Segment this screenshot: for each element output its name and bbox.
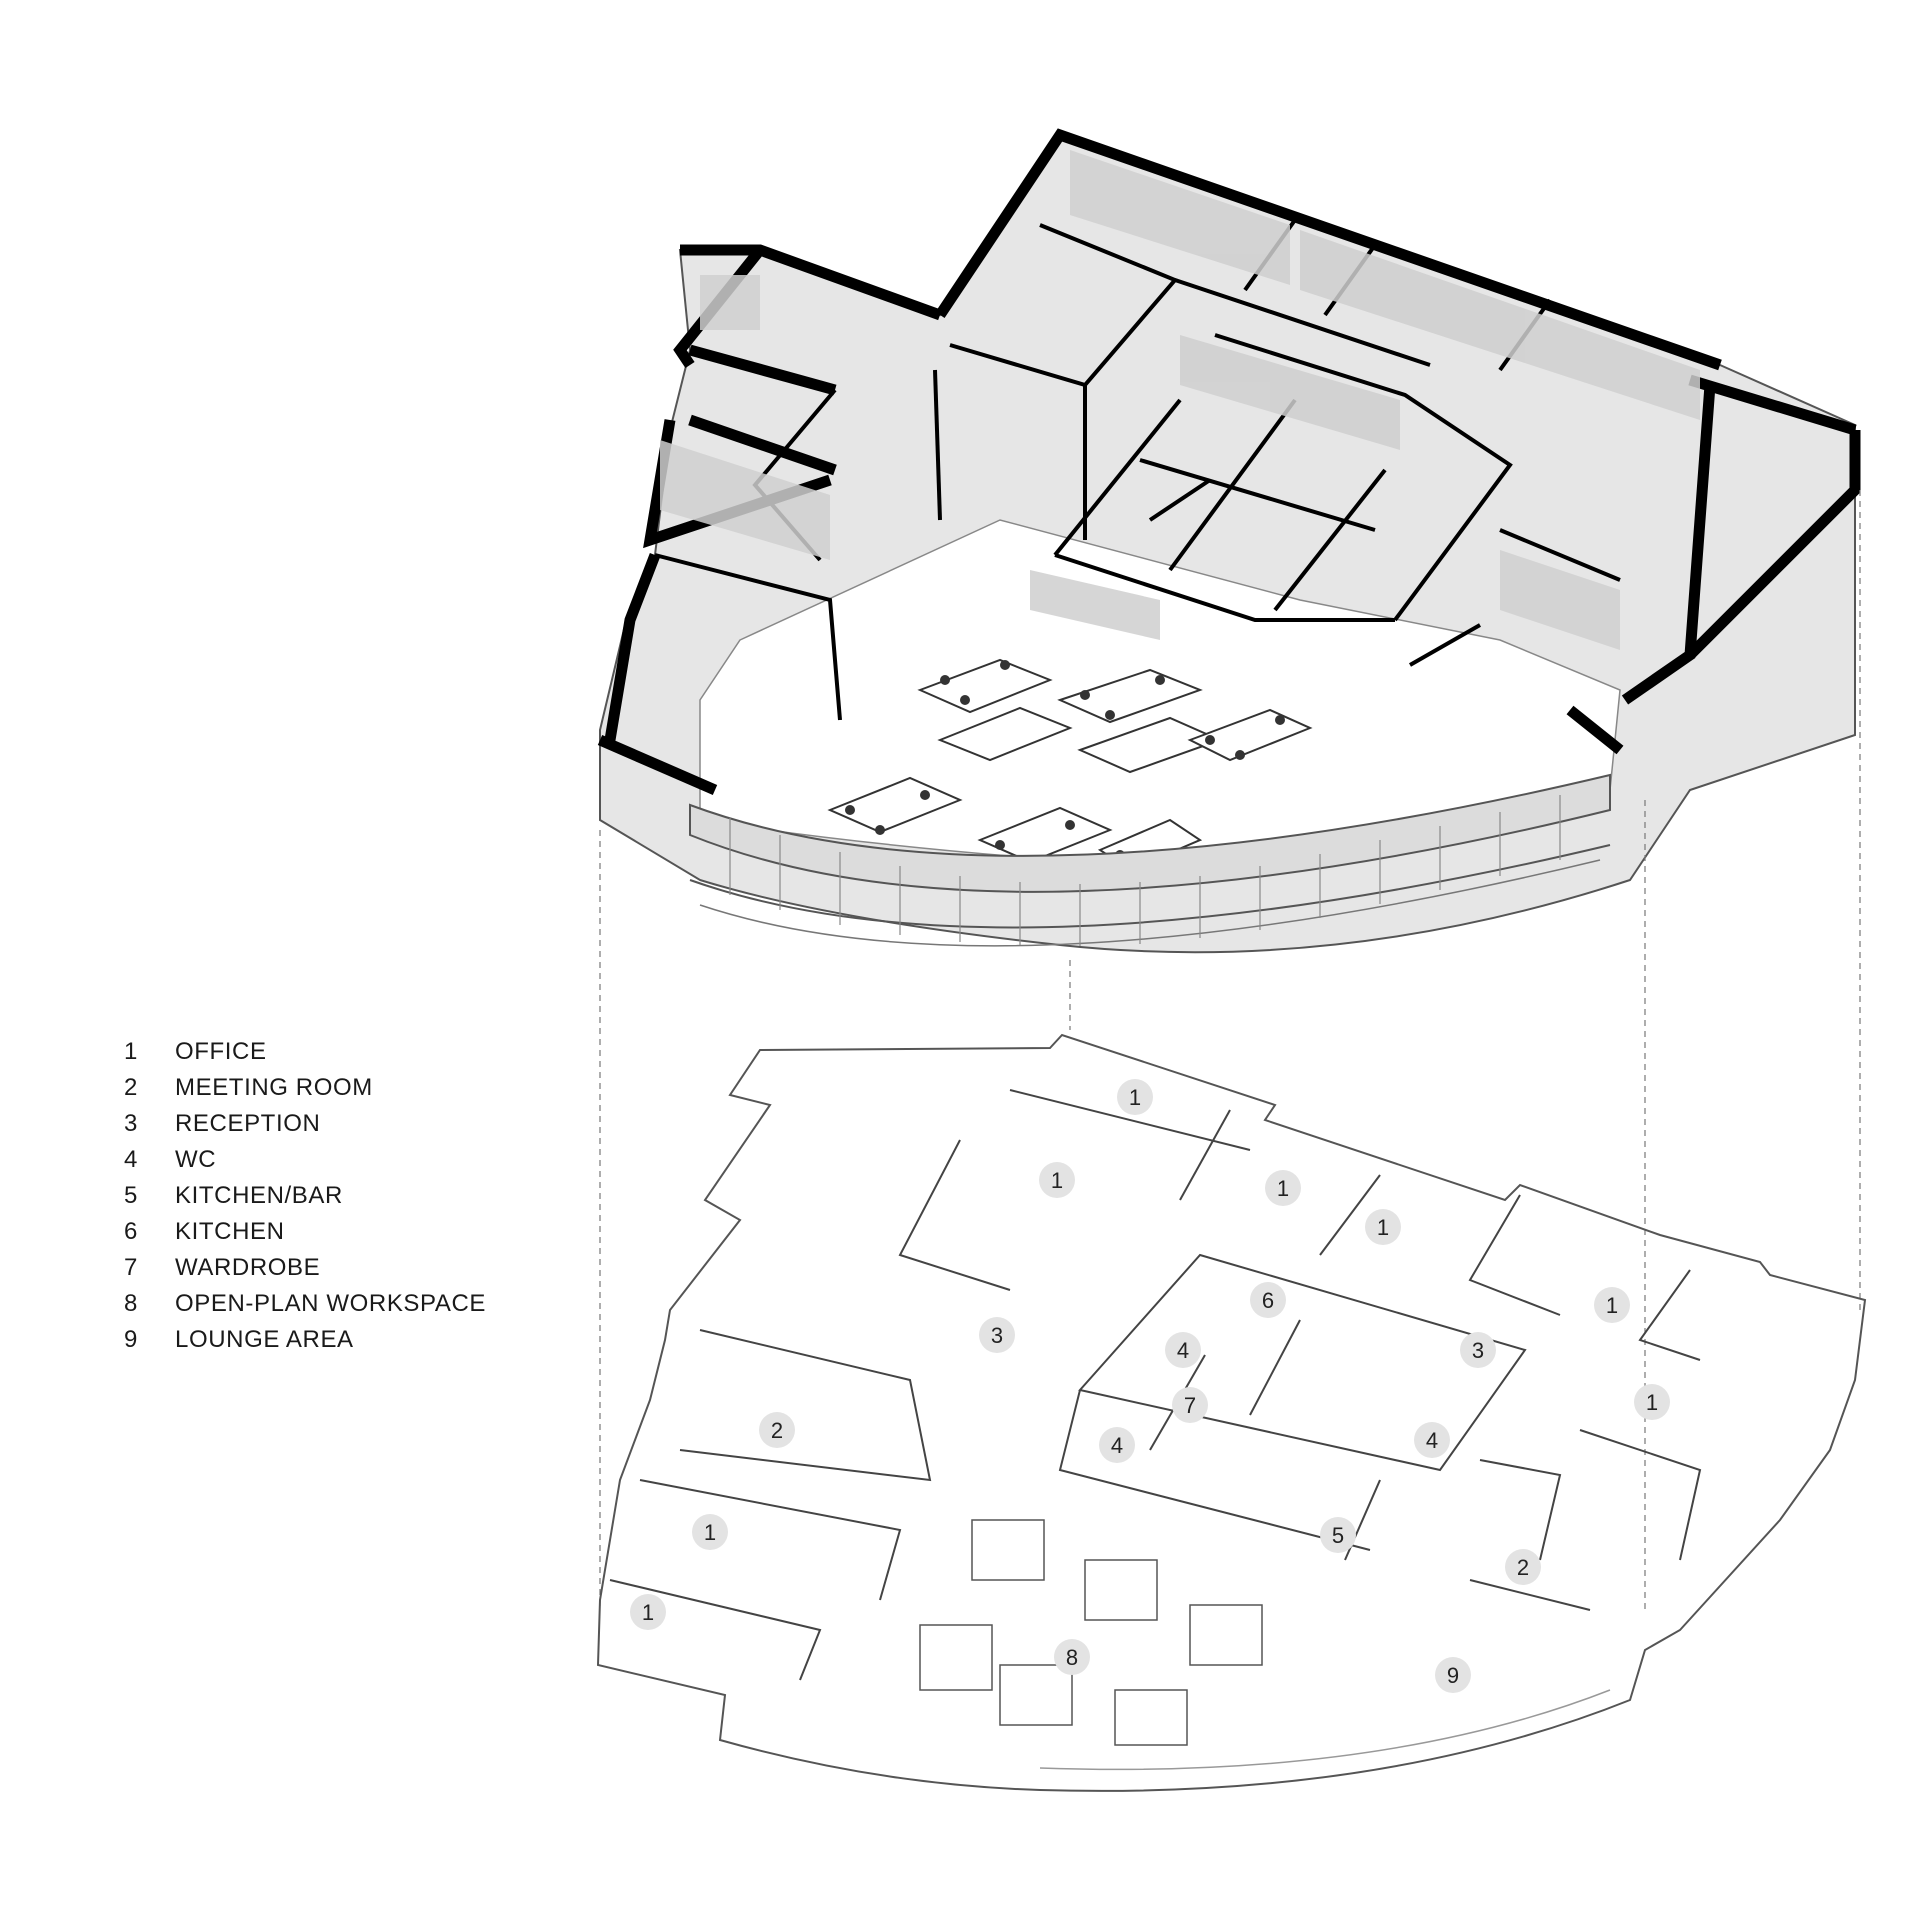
legend-item-kitchen: 6 KITCHEN (124, 1214, 486, 1250)
svg-text:4: 4 (1426, 1428, 1438, 1453)
legend-item-meeting-room: 2 MEETING ROOM (124, 1070, 486, 1106)
legend-item-open-plan-workspace: 8 OPEN-PLAN WORKSPACE (124, 1286, 486, 1322)
tag-office: 1 (1039, 1162, 1075, 1198)
svg-text:8: 8 (1066, 1645, 1078, 1670)
tag-kitchen: 6 (1250, 1282, 1286, 1318)
legend-item-wardrobe: 7 WARDROBE (124, 1250, 486, 1286)
legend-label: KITCHEN (175, 1218, 285, 1245)
svg-text:7: 7 (1184, 1393, 1196, 1418)
tag-kitchen-bar: 5 (1320, 1517, 1356, 1553)
legend-label: KITCHEN/BAR (175, 1182, 343, 1209)
legend-number: 1 (124, 1038, 138, 1065)
plan-walls (609, 1089, 1702, 1681)
svg-text:1: 1 (1646, 1390, 1658, 1415)
legend-item-reception: 3 RECEPTION (124, 1106, 486, 1142)
tag-wardrobe: 7 (1172, 1387, 1208, 1423)
svg-text:1: 1 (1129, 1085, 1141, 1110)
legend-label: WC (175, 1146, 217, 1173)
svg-text:1: 1 (1051, 1168, 1063, 1193)
svg-text:1: 1 (1377, 1215, 1389, 1240)
legend-label: WARDROBE (175, 1254, 321, 1281)
plan-tags: 1 1 1 1 1 1 1 1 2 2 3 3 4 4 4 5 6 7 8 9 (630, 1079, 1670, 1693)
projection-lines (599, 490, 1861, 1610)
tag-office: 1 (692, 1514, 728, 1550)
legend-number: 2 (124, 1074, 138, 1101)
legend-number: 4 (124, 1146, 138, 1173)
svg-text:9: 9 (1447, 1663, 1459, 1688)
legend-label: MEETING ROOM (175, 1074, 373, 1101)
tag-office: 1 (630, 1594, 666, 1630)
svg-text:2: 2 (771, 1418, 783, 1443)
room-legend: 1 OFFICE 2 MEETING ROOM 3 RECEPTION 4 WC… (124, 1034, 486, 1358)
legend-number: 9 (124, 1326, 138, 1353)
plan-outline (596, 1033, 1867, 1792)
svg-text:4: 4 (1177, 1338, 1189, 1363)
tag-meeting-room: 2 (1505, 1549, 1541, 1585)
legend-label: RECEPTION (175, 1110, 321, 1137)
legend-label: OFFICE (175, 1038, 267, 1065)
legend-number: 3 (124, 1110, 138, 1137)
plan-desks (919, 1519, 1263, 1746)
tag-office: 1 (1265, 1170, 1301, 1206)
svg-text:4: 4 (1111, 1433, 1123, 1458)
legend-item-kitchen-bar: 5 KITCHEN/BAR (124, 1178, 486, 1214)
axonometric-view (597, 128, 1861, 954)
svg-text:3: 3 (1472, 1338, 1484, 1363)
legend-label: OPEN-PLAN WORKSPACE (175, 1290, 487, 1317)
legend-number: 7 (124, 1254, 138, 1281)
legend-item-wc: 4 WC (124, 1142, 486, 1178)
tag-wc: 4 (1165, 1332, 1201, 1368)
tag-reception: 3 (979, 1317, 1015, 1353)
svg-text:6: 6 (1262, 1288, 1274, 1313)
legend-label: LOUNGE AREA (175, 1326, 354, 1353)
legend-item-lounge-area: 9 LOUNGE AREA (124, 1322, 486, 1358)
tag-meeting-room: 2 (759, 1412, 795, 1448)
tag-wc: 4 (1099, 1427, 1135, 1463)
svg-text:5: 5 (1332, 1523, 1344, 1548)
tag-office: 1 (1117, 1079, 1153, 1115)
axo-glass-facade (689, 773, 1611, 947)
tag-reception: 3 (1460, 1332, 1496, 1368)
tag-office: 1 (1634, 1384, 1670, 1420)
tag-wc: 4 (1414, 1422, 1450, 1458)
tag-office: 1 (1365, 1209, 1401, 1245)
svg-text:1: 1 (642, 1600, 654, 1625)
legend-item-office: 1 OFFICE (124, 1034, 486, 1070)
legend-number: 5 (124, 1182, 138, 1209)
svg-text:3: 3 (991, 1323, 1003, 1348)
svg-text:1: 1 (1277, 1176, 1289, 1201)
tag-lounge-area: 9 (1435, 1657, 1471, 1693)
legend-number: 6 (124, 1218, 138, 1245)
tag-open-plan-workspace: 8 (1054, 1639, 1090, 1675)
floor-plan (596, 1033, 1867, 1792)
tag-office: 1 (1594, 1287, 1630, 1323)
svg-text:1: 1 (704, 1520, 716, 1545)
axo-wall-shading (660, 150, 1700, 650)
svg-text:1: 1 (1606, 1293, 1618, 1318)
svg-text:2: 2 (1517, 1555, 1529, 1580)
legend-number: 8 (124, 1290, 138, 1317)
